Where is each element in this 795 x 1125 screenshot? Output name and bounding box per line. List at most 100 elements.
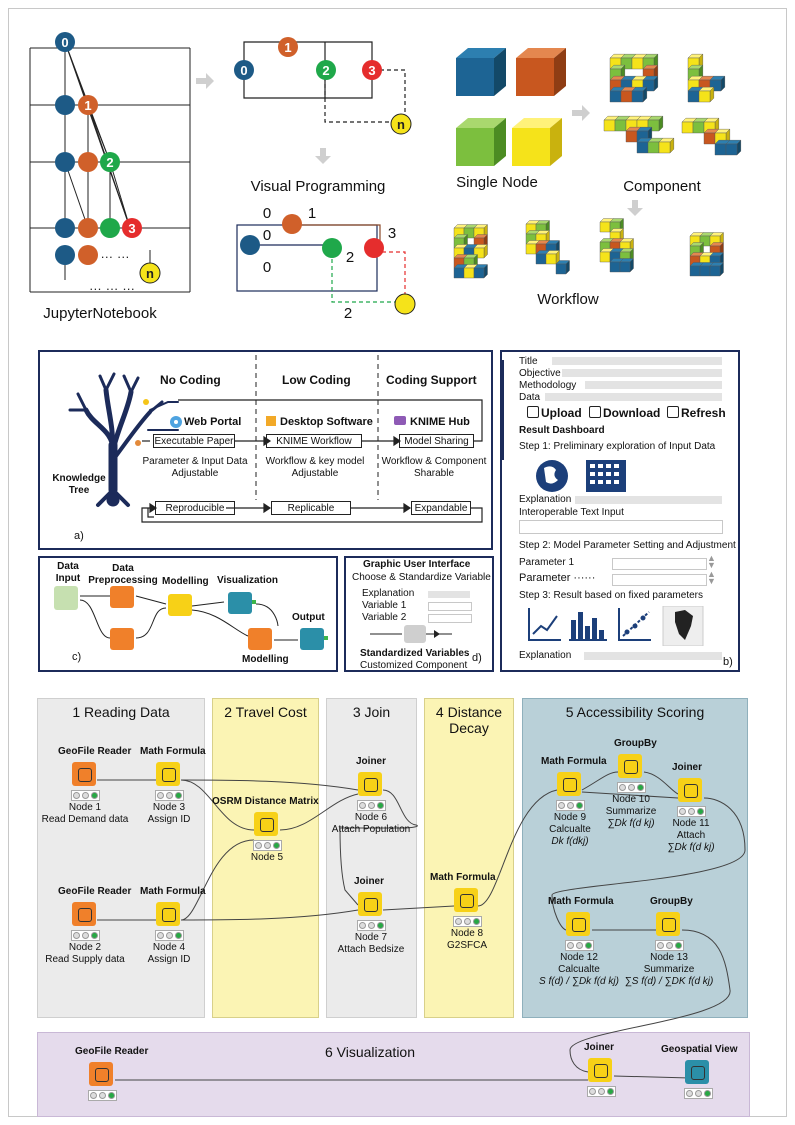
- workflow-caption: Workflow: [537, 291, 599, 308]
- data-preprocessing-label: Data Preprocessing: [88, 563, 158, 586]
- replicable-box: Replicable: [271, 501, 351, 515]
- explanation-field[interactable]: [575, 496, 722, 504]
- wf-node-glyph-icon: [691, 1066, 705, 1080]
- modelling-label-2: Modelling: [242, 654, 289, 665]
- upload-button[interactable]: Upload: [527, 406, 582, 420]
- grid-chart-icon: [586, 460, 626, 492]
- desktop-software-label: Desktop Software: [280, 416, 373, 428]
- wf-node-status-icon: [453, 916, 482, 927]
- wf-node-icon[interactable]: [656, 912, 680, 936]
- wf-node-icon[interactable]: [678, 778, 702, 802]
- param2-input[interactable]: [612, 574, 707, 586]
- step1-label: Step 1: Preliminary exploration of Input…: [519, 441, 716, 452]
- wf-node-icon[interactable]: [156, 902, 180, 926]
- variable1-label: Variable 1: [362, 600, 407, 611]
- panel-b-tag: b): [723, 656, 733, 668]
- param1-stepper-icon[interactable]: ▲▼: [707, 553, 716, 570]
- wf-node-icon[interactable]: [72, 762, 96, 786]
- wf-node-title: Geospatial View: [661, 1044, 738, 1055]
- visualization-node: [228, 592, 256, 614]
- explanation2-field[interactable]: [584, 652, 722, 660]
- field-methodology-label: Methodology: [519, 380, 577, 391]
- std-component-node: [404, 625, 426, 643]
- section-3-title: 3 Join: [352, 704, 391, 720]
- model-sharing-box: Model Sharing: [399, 434, 474, 448]
- wf-node-sub: Read Supply data: [45, 954, 125, 965]
- wf-node-glyph-icon: [78, 768, 92, 782]
- top-section: 0 1 2 3 n … … … … … JupyterNotebook 0 1 …: [29, 32, 742, 322]
- data-field[interactable]: [545, 393, 722, 401]
- param1-label: Parameter 1: [519, 557, 575, 568]
- wf-node-sub: G2SFCA: [446, 940, 487, 951]
- wf-node-icon[interactable]: [254, 812, 278, 836]
- wf-node-status-icon: [565, 940, 594, 951]
- cube-green: [456, 118, 506, 166]
- desc-coding-support: Workflow & Component Sharable: [381, 456, 487, 479]
- arrow-down-1: [315, 148, 331, 164]
- variable2-label: Variable 2: [362, 612, 407, 623]
- wf-node-icon[interactable]: [588, 1058, 612, 1082]
- jupyter-node-2b: [100, 218, 120, 238]
- wf-node-title: GroupBy: [614, 738, 657, 749]
- wf-node-icon[interactable]: [618, 754, 642, 778]
- wf-node-glyph-icon: [260, 818, 274, 832]
- col-no-coding: No Coding: [160, 373, 221, 387]
- param1-input[interactable]: [612, 558, 707, 570]
- panel-a: [38, 350, 493, 550]
- variable1-select[interactable]: [428, 602, 472, 611]
- section-4-title: 4 Distance Decay: [435, 704, 503, 736]
- wf-node-icon[interactable]: [454, 888, 478, 912]
- objective-field[interactable]: [562, 369, 722, 377]
- methodology-field[interactable]: [585, 381, 722, 389]
- panel-a-graphics: [68, 355, 483, 523]
- wf-node-label: Node 5: [250, 852, 284, 863]
- wf-node-label: Node 10: [612, 794, 650, 805]
- param2-stepper-icon[interactable]: ▲▼: [707, 569, 716, 586]
- vp-node-2: [316, 60, 336, 80]
- workflow-connections: [97, 771, 746, 1081]
- wf-node-title: GeoFile Reader: [58, 746, 132, 757]
- panel-c-graphics: [54, 586, 328, 650]
- desktop-icon: [266, 416, 276, 426]
- jupyter-node-n: [139, 262, 161, 284]
- step3-icons: [528, 606, 704, 646]
- wf-node-icon[interactable]: [358, 892, 382, 916]
- modelling-node-1: [168, 594, 192, 616]
- explanation-label: Explanation: [519, 494, 572, 505]
- wf-node-title: GeoFile Reader: [58, 886, 132, 897]
- section-visualization: [37, 1032, 750, 1117]
- wf-node-sub: Read Demand data: [41, 814, 129, 825]
- component-caption: Component: [623, 178, 701, 195]
- vp-node-n: [390, 113, 412, 135]
- wf-node-icon[interactable]: [72, 902, 96, 926]
- jupyter-dots-1: … …: [100, 246, 130, 261]
- download-button[interactable]: Download: [589, 406, 660, 420]
- jupyter-node-1d: [78, 245, 98, 265]
- jupyter-node-1c: [78, 218, 98, 238]
- wf-node-icon[interactable]: [557, 772, 581, 796]
- vp-label-n: n: [397, 117, 405, 132]
- gui-explanation-field[interactable]: [428, 591, 470, 598]
- vp2-label-3: 3: [388, 225, 396, 242]
- wf-node-icon[interactable]: [566, 912, 590, 936]
- wf-node-icon[interactable]: [358, 772, 382, 796]
- scatter-icon: [618, 608, 651, 641]
- interop-text-input[interactable]: [519, 520, 723, 534]
- wf-node-icon[interactable]: [89, 1062, 113, 1086]
- wf-node-icon[interactable]: [685, 1060, 709, 1084]
- refresh-button[interactable]: Refresh: [667, 406, 726, 420]
- title-field[interactable]: [552, 357, 722, 365]
- executable-paper-box: Executable Paper: [153, 434, 235, 448]
- variable2-select[interactable]: [428, 614, 472, 623]
- jupyter-node-0c: [55, 152, 75, 172]
- upload-label: Upload: [541, 406, 582, 420]
- wf-node-formula: ∑Dk f(d kj): [667, 842, 715, 853]
- param2-label: Parameter ······: [519, 572, 596, 584]
- web-portal-icon: [170, 416, 182, 428]
- wf-node-title: GroupBy: [650, 896, 693, 907]
- wf-node-status-icon: [587, 1086, 616, 1097]
- wf-node-icon[interactable]: [156, 762, 180, 786]
- wf-node-title: Math Formula: [140, 886, 206, 897]
- vp2-label-2b: 2: [344, 305, 352, 322]
- cube-yellow: [512, 118, 562, 166]
